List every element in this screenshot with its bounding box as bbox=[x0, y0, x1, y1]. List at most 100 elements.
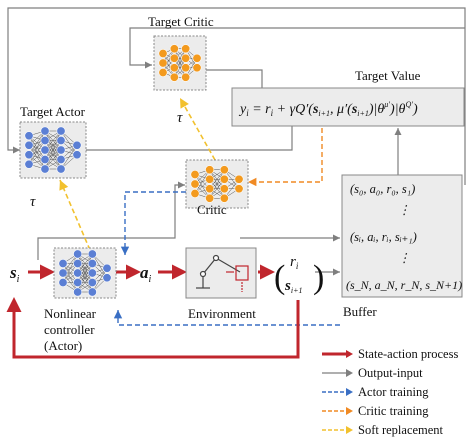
network-node bbox=[58, 277, 68, 287]
network-edge bbox=[28, 130, 46, 155]
target-value-label: Target Value bbox=[355, 68, 421, 83]
network-edge bbox=[77, 253, 93, 283]
network-node bbox=[72, 150, 82, 160]
network-node bbox=[73, 287, 83, 297]
environment-box bbox=[185, 247, 257, 299]
buffer-box bbox=[341, 174, 463, 298]
legend-label: Critic training bbox=[358, 404, 429, 418]
network-node bbox=[73, 268, 83, 278]
network-edge bbox=[209, 169, 225, 199]
network-node bbox=[158, 58, 168, 68]
network-node bbox=[72, 140, 82, 150]
network-edge bbox=[28, 140, 46, 165]
network-node bbox=[73, 249, 83, 259]
network-node bbox=[102, 263, 112, 273]
output-input-lines bbox=[7, 7, 466, 276]
network-node bbox=[40, 145, 50, 155]
network-node bbox=[40, 164, 50, 174]
network-edge bbox=[60, 145, 78, 170]
network-edge bbox=[77, 263, 93, 293]
network-node bbox=[219, 165, 229, 175]
state-si: si bbox=[9, 263, 20, 285]
legend-label: Output-input bbox=[358, 366, 423, 380]
network-node bbox=[24, 150, 34, 160]
network-node bbox=[190, 189, 200, 199]
next-state: si+1 bbox=[284, 278, 302, 295]
network-edge bbox=[28, 130, 46, 165]
controller-label-2: controller bbox=[44, 322, 95, 337]
network-node bbox=[169, 53, 179, 63]
legend-arrowhead bbox=[346, 388, 353, 396]
network-node bbox=[24, 131, 34, 141]
tau-critic-label: τ bbox=[177, 110, 183, 126]
buffer-row: (s_N, a_N, r_N, s_N+1) bbox=[346, 278, 462, 292]
network-node bbox=[205, 174, 215, 184]
network-node bbox=[24, 159, 34, 169]
network-node bbox=[56, 126, 66, 136]
network-node bbox=[40, 155, 50, 165]
target-actor-network bbox=[19, 121, 87, 179]
network-node bbox=[205, 193, 215, 203]
action-ai: ai bbox=[140, 263, 152, 285]
controller-network bbox=[53, 247, 117, 299]
network-node bbox=[219, 174, 229, 184]
buffer-label: Buffer bbox=[343, 304, 377, 319]
buffer-rows: (s₀, a₀, r₀, s₁) ⋮ (sᵢ, aᵢ, rᵢ, sᵢ₊₁) ⋮ … bbox=[346, 182, 462, 292]
network-node bbox=[158, 48, 168, 58]
network-node bbox=[181, 63, 191, 73]
controller-label-3: (Actor) bbox=[44, 338, 82, 353]
critic-training-lines bbox=[247, 128, 323, 187]
buffer-ellipsis: ⋮ bbox=[398, 251, 411, 265]
buffer-row: (s₀, a₀, r₀, s₁) bbox=[350, 182, 415, 196]
legend-arrowhead bbox=[346, 350, 353, 358]
network-node bbox=[58, 268, 68, 278]
network-node bbox=[234, 184, 244, 194]
network-node bbox=[87, 249, 97, 259]
network-edge bbox=[44, 130, 62, 160]
network-node bbox=[56, 136, 66, 146]
target-actor-label: Target Actor bbox=[20, 104, 86, 119]
left-paren: ( bbox=[274, 259, 285, 296]
actor-training-lines bbox=[113, 191, 340, 326]
legend-arrowhead bbox=[346, 369, 353, 377]
network-node bbox=[181, 44, 191, 54]
network-node bbox=[234, 174, 244, 184]
network-node bbox=[56, 145, 66, 155]
network-node bbox=[192, 53, 202, 63]
network-edge bbox=[194, 169, 210, 194]
network-node bbox=[73, 258, 83, 268]
network-node bbox=[158, 68, 168, 78]
network-node bbox=[87, 287, 97, 297]
controller-label-1: Nonlinear bbox=[44, 306, 97, 321]
network-node bbox=[190, 170, 200, 180]
legend-label: Soft replacement bbox=[358, 423, 444, 437]
legend-label: State-action process bbox=[358, 347, 458, 361]
reward-ri: ri bbox=[290, 254, 299, 271]
robot-arm-icon bbox=[196, 254, 249, 292]
buffer-row: (sᵢ, aᵢ, rᵢ, sᵢ₊₁) bbox=[350, 230, 417, 244]
legend-arrowhead bbox=[346, 426, 353, 434]
soft-replacement-lines bbox=[59, 97, 216, 251]
network-node bbox=[169, 72, 179, 82]
network-node bbox=[219, 184, 229, 194]
network-node bbox=[190, 179, 200, 189]
network-node bbox=[205, 165, 215, 175]
target-critic-network bbox=[153, 35, 207, 91]
network-node bbox=[73, 277, 83, 287]
buffer-ellipsis: ⋮ bbox=[398, 203, 411, 217]
network-node bbox=[169, 44, 179, 54]
legend-arrowhead bbox=[346, 407, 353, 415]
network-node bbox=[87, 277, 97, 287]
target-value-box bbox=[231, 87, 465, 127]
network-node bbox=[192, 63, 202, 73]
environment-label: Environment bbox=[188, 306, 256, 321]
network-node bbox=[56, 155, 66, 165]
network-node bbox=[87, 258, 97, 268]
network-node bbox=[56, 164, 66, 174]
network-node bbox=[58, 258, 68, 268]
network-node bbox=[40, 136, 50, 146]
network-node bbox=[181, 72, 191, 82]
target-critic-label: Target Critic bbox=[148, 14, 214, 29]
